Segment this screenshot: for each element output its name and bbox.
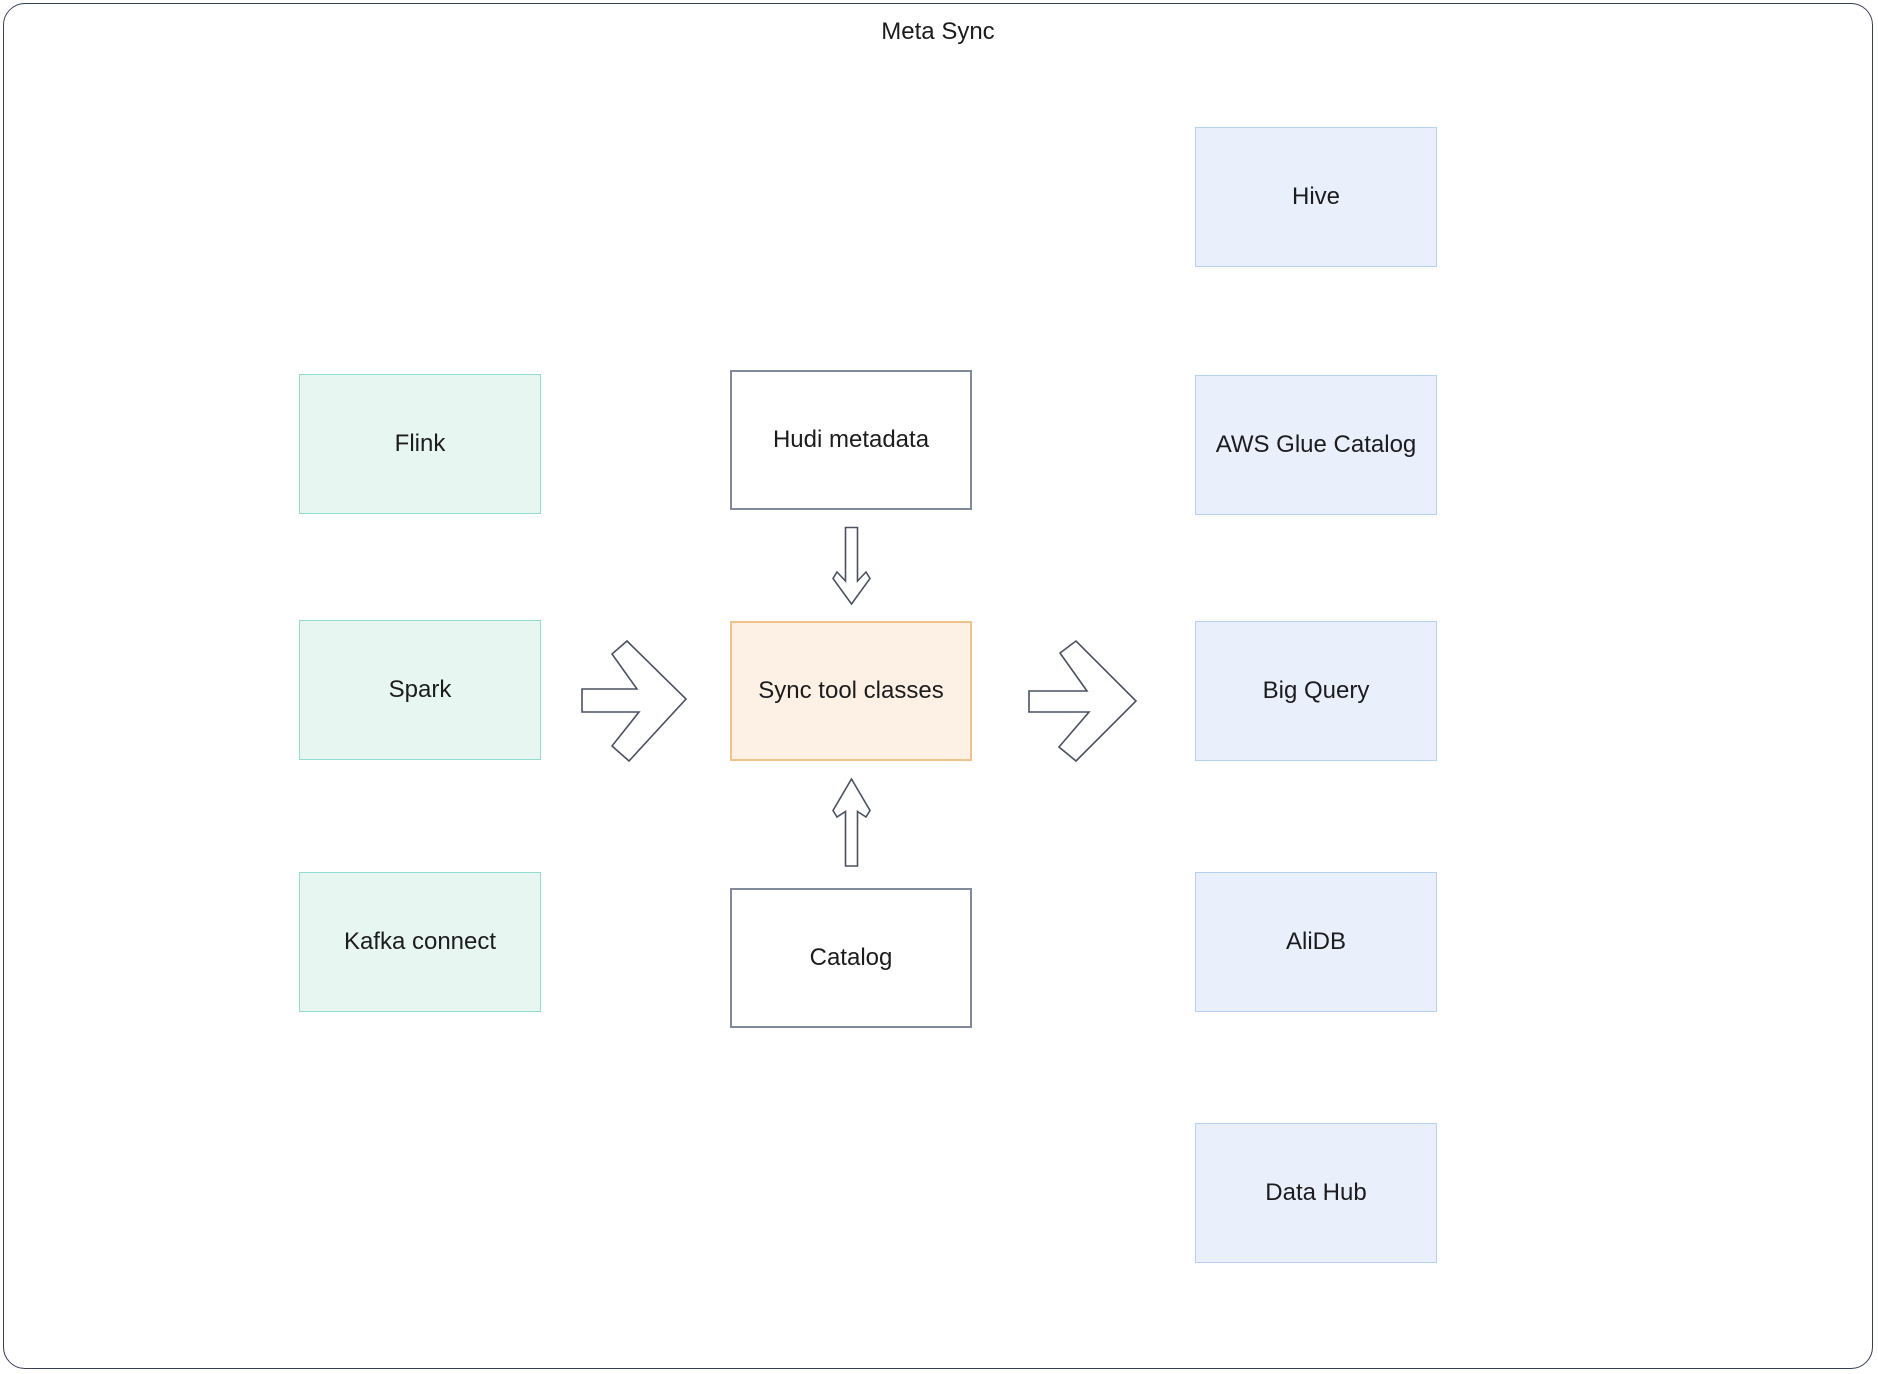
right-arrow-icon xyxy=(1028,639,1138,763)
node-sync-tool-classes-label: Sync tool classes xyxy=(758,676,944,704)
sync-to-targets-arrow xyxy=(1028,639,1138,763)
node-data-hub: Data Hub xyxy=(1195,1123,1437,1263)
node-flink-label: Flink xyxy=(394,429,446,457)
node-aws-glue-catalog: AWS Glue Catalog xyxy=(1195,375,1437,515)
right-arrow-icon xyxy=(581,639,688,763)
node-hudi-metadata-label: Hudi metadata xyxy=(772,425,930,453)
spark-to-sync-arrow xyxy=(581,639,688,763)
node-hive: Hive xyxy=(1195,127,1437,267)
node-alidb: AliDB xyxy=(1195,872,1437,1012)
node-sync-tool-classes: Sync tool classes xyxy=(730,621,972,761)
node-hive-label: Hive xyxy=(1291,182,1340,210)
node-data-hub-label: Data Hub xyxy=(1265,1178,1367,1206)
up-arrow-icon xyxy=(832,777,871,867)
node-aws-glue-catalog-label: AWS Glue Catalog xyxy=(1215,430,1417,458)
down-arrow-icon xyxy=(832,526,871,606)
node-hudi-metadata: Hudi metadata xyxy=(730,370,972,510)
node-catalog: Catalog xyxy=(730,888,972,1028)
hudi-to-sync-arrow xyxy=(832,526,871,606)
node-kafka-connect-label: Kafka connect xyxy=(343,927,497,955)
node-big-query-label: Big Query xyxy=(1262,676,1370,704)
node-flink: Flink xyxy=(299,374,541,514)
node-catalog-label: Catalog xyxy=(809,943,893,971)
node-alidb-label: AliDB xyxy=(1285,927,1346,955)
diagram-title: Meta Sync xyxy=(881,18,995,45)
node-kafka-connect: Kafka connect xyxy=(299,872,541,1012)
node-spark-label: Spark xyxy=(388,675,452,703)
node-big-query: Big Query xyxy=(1195,621,1437,761)
catalog-to-sync-arrow xyxy=(832,777,871,867)
diagram-canvas: Meta Sync Flink Spark Kafka connect Hudi… xyxy=(3,3,1873,1369)
node-spark: Spark xyxy=(299,620,541,760)
